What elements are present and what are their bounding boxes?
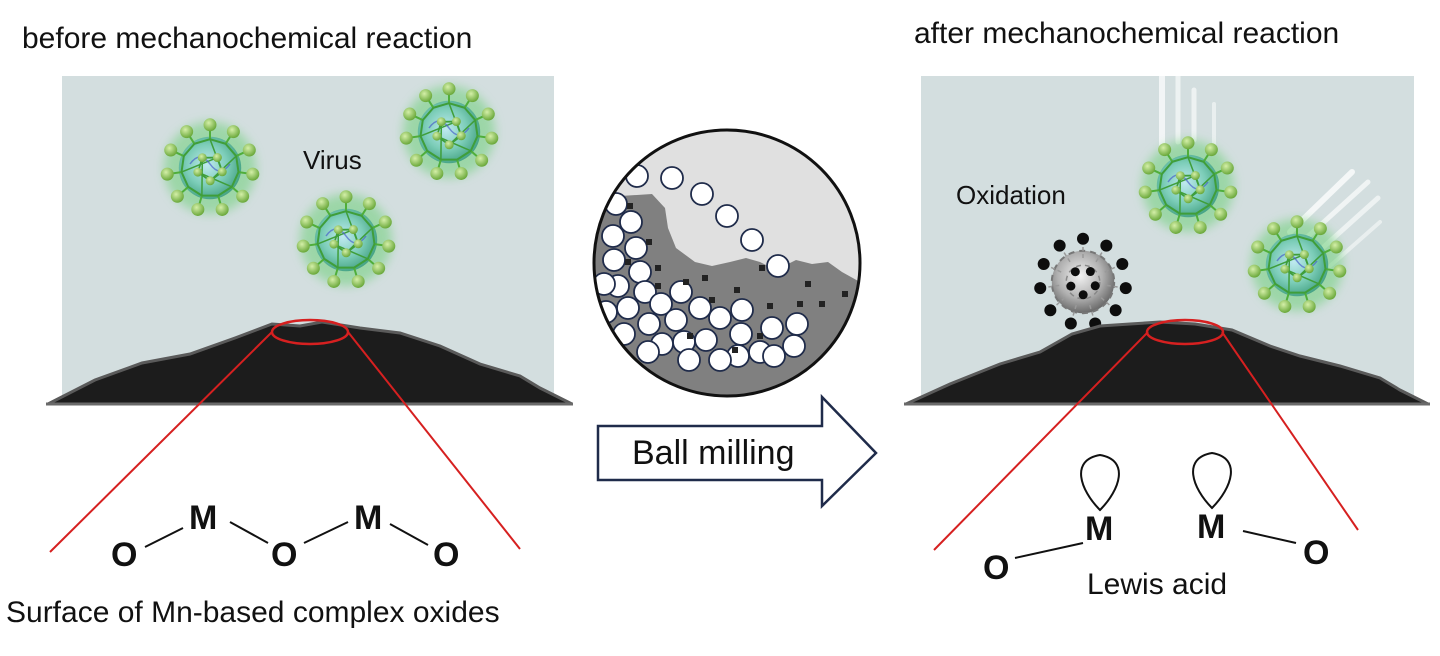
atom-oxygen: O <box>1303 534 1330 572</box>
atom-metal: M <box>354 499 383 537</box>
atom-oxygen: O <box>271 536 298 574</box>
atom-metal: M <box>189 499 218 537</box>
virus-particle <box>399 82 499 180</box>
virus-particle <box>160 118 260 216</box>
atom-oxygen: O <box>111 536 138 574</box>
atom-metal: M <box>1085 510 1114 548</box>
milling-balls <box>594 164 809 372</box>
lone-pair-orbital <box>1192 451 1232 510</box>
zoom-line-right <box>1221 331 1359 531</box>
zoom-line-left <box>933 331 1149 551</box>
left-structure-bonds <box>144 521 429 548</box>
lone-pair-orbital <box>1080 453 1120 512</box>
atom-oxygen: O <box>983 549 1010 587</box>
right-structure-bonds <box>1014 530 1297 559</box>
zoom-line-left <box>49 331 273 553</box>
virus-particle <box>1247 215 1347 313</box>
powder-particles <box>625 203 848 353</box>
ball-mill-chamber <box>592 128 862 398</box>
atom-metal: M <box>1197 508 1226 546</box>
lewis-acid-label: Lewis acid <box>1087 568 1228 601</box>
oxidized-virus <box>1034 232 1132 330</box>
oxide-surface-mound <box>905 320 1429 406</box>
after-title: after mechanochemical reaction <box>914 17 1340 50</box>
virus-particle <box>1138 136 1238 234</box>
virus-particle <box>296 190 396 288</box>
oxidation-label: Oxidation <box>956 180 1066 210</box>
atom-oxygen: O <box>433 536 460 574</box>
surface-caption: Surface of Mn-based complex oxides <box>6 596 500 629</box>
process-arrow <box>596 393 878 509</box>
before-title: before mechanochemical reaction <box>22 22 473 55</box>
zoom-line-right <box>347 331 521 550</box>
virus-label: Virus <box>303 145 362 175</box>
ball-milling-label: Ball milling <box>632 434 795 472</box>
